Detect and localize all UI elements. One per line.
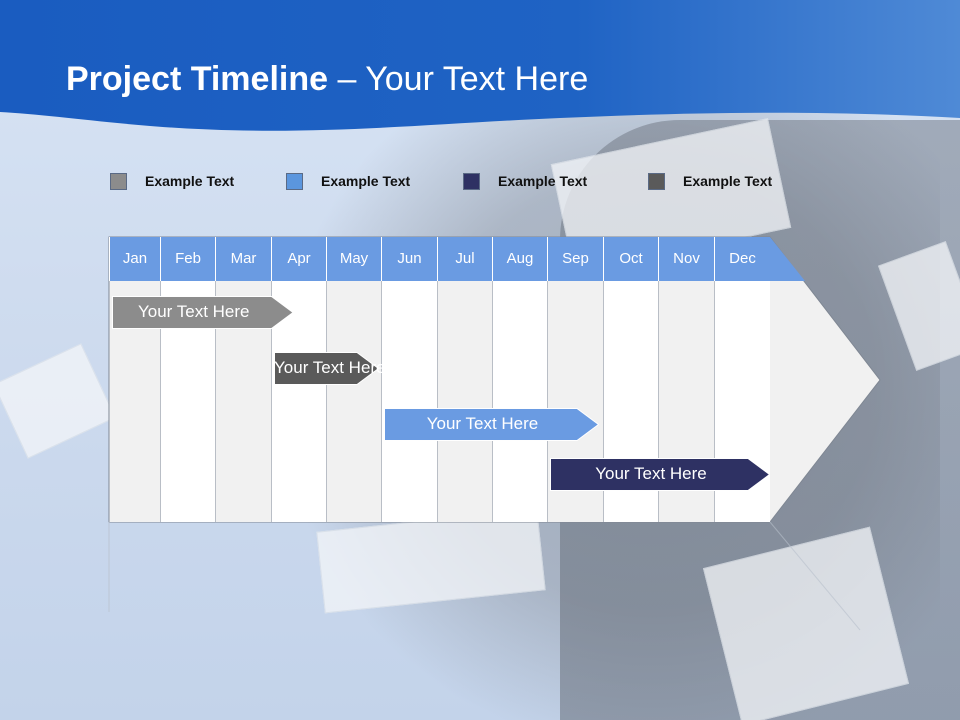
legend-label: Example Text <box>145 173 235 189</box>
task-arrow <box>384 408 599 441</box>
month-header: Apr <box>271 237 326 281</box>
legend-label: Example Text <box>683 173 773 189</box>
header-banner <box>0 0 960 131</box>
month-column <box>492 281 547 522</box>
legend-label: Example Text <box>321 173 411 189</box>
legend-item: Example Text <box>648 170 772 192</box>
task-label-box: Your Text Here <box>550 458 770 490</box>
legend-swatch <box>463 172 480 190</box>
task-label-box: Your Text Here <box>112 296 294 328</box>
page-title: Project Timeline – Your Text Here <box>66 60 588 99</box>
month-column <box>381 281 437 522</box>
task-label: Your Text Here <box>274 358 386 377</box>
month-header: Sep <box>547 237 603 281</box>
legend-swatch <box>110 172 127 190</box>
task-label: Your Text Here <box>595 464 707 483</box>
legend-label: Example Text <box>498 173 588 189</box>
legend-item: Example Text <box>463 170 587 192</box>
title-bold: Project Timeline <box>66 60 329 98</box>
month-header: Jun <box>381 237 437 281</box>
legend-item: Example Text <box>286 170 410 192</box>
month-header: Aug <box>492 237 547 281</box>
month-header: May <box>326 237 381 281</box>
task-label: Your Text Here <box>137 302 250 321</box>
month-column <box>437 281 492 522</box>
month-header: Mar <box>215 237 271 281</box>
task-arrow <box>550 458 770 491</box>
legend-swatch <box>648 172 665 190</box>
legend-swatch <box>286 172 303 190</box>
month-column <box>326 281 381 522</box>
month-header: Nov <box>658 237 714 281</box>
month-header: Feb <box>160 237 215 281</box>
task-label-box: Your Text Here <box>384 408 599 440</box>
task-label: Your Text Here <box>426 414 539 433</box>
legend-item: Example Text <box>110 170 234 192</box>
month-header: Oct <box>603 237 658 281</box>
title-rest: – Your Text Here <box>328 60 589 98</box>
month-header: Jan <box>109 237 160 281</box>
month-header: Dec <box>714 237 770 281</box>
task-arrow <box>112 296 294 329</box>
task-label-box: Your Text Here <box>274 352 386 384</box>
month-header: Jul <box>437 237 492 281</box>
task-arrow <box>274 352 379 385</box>
